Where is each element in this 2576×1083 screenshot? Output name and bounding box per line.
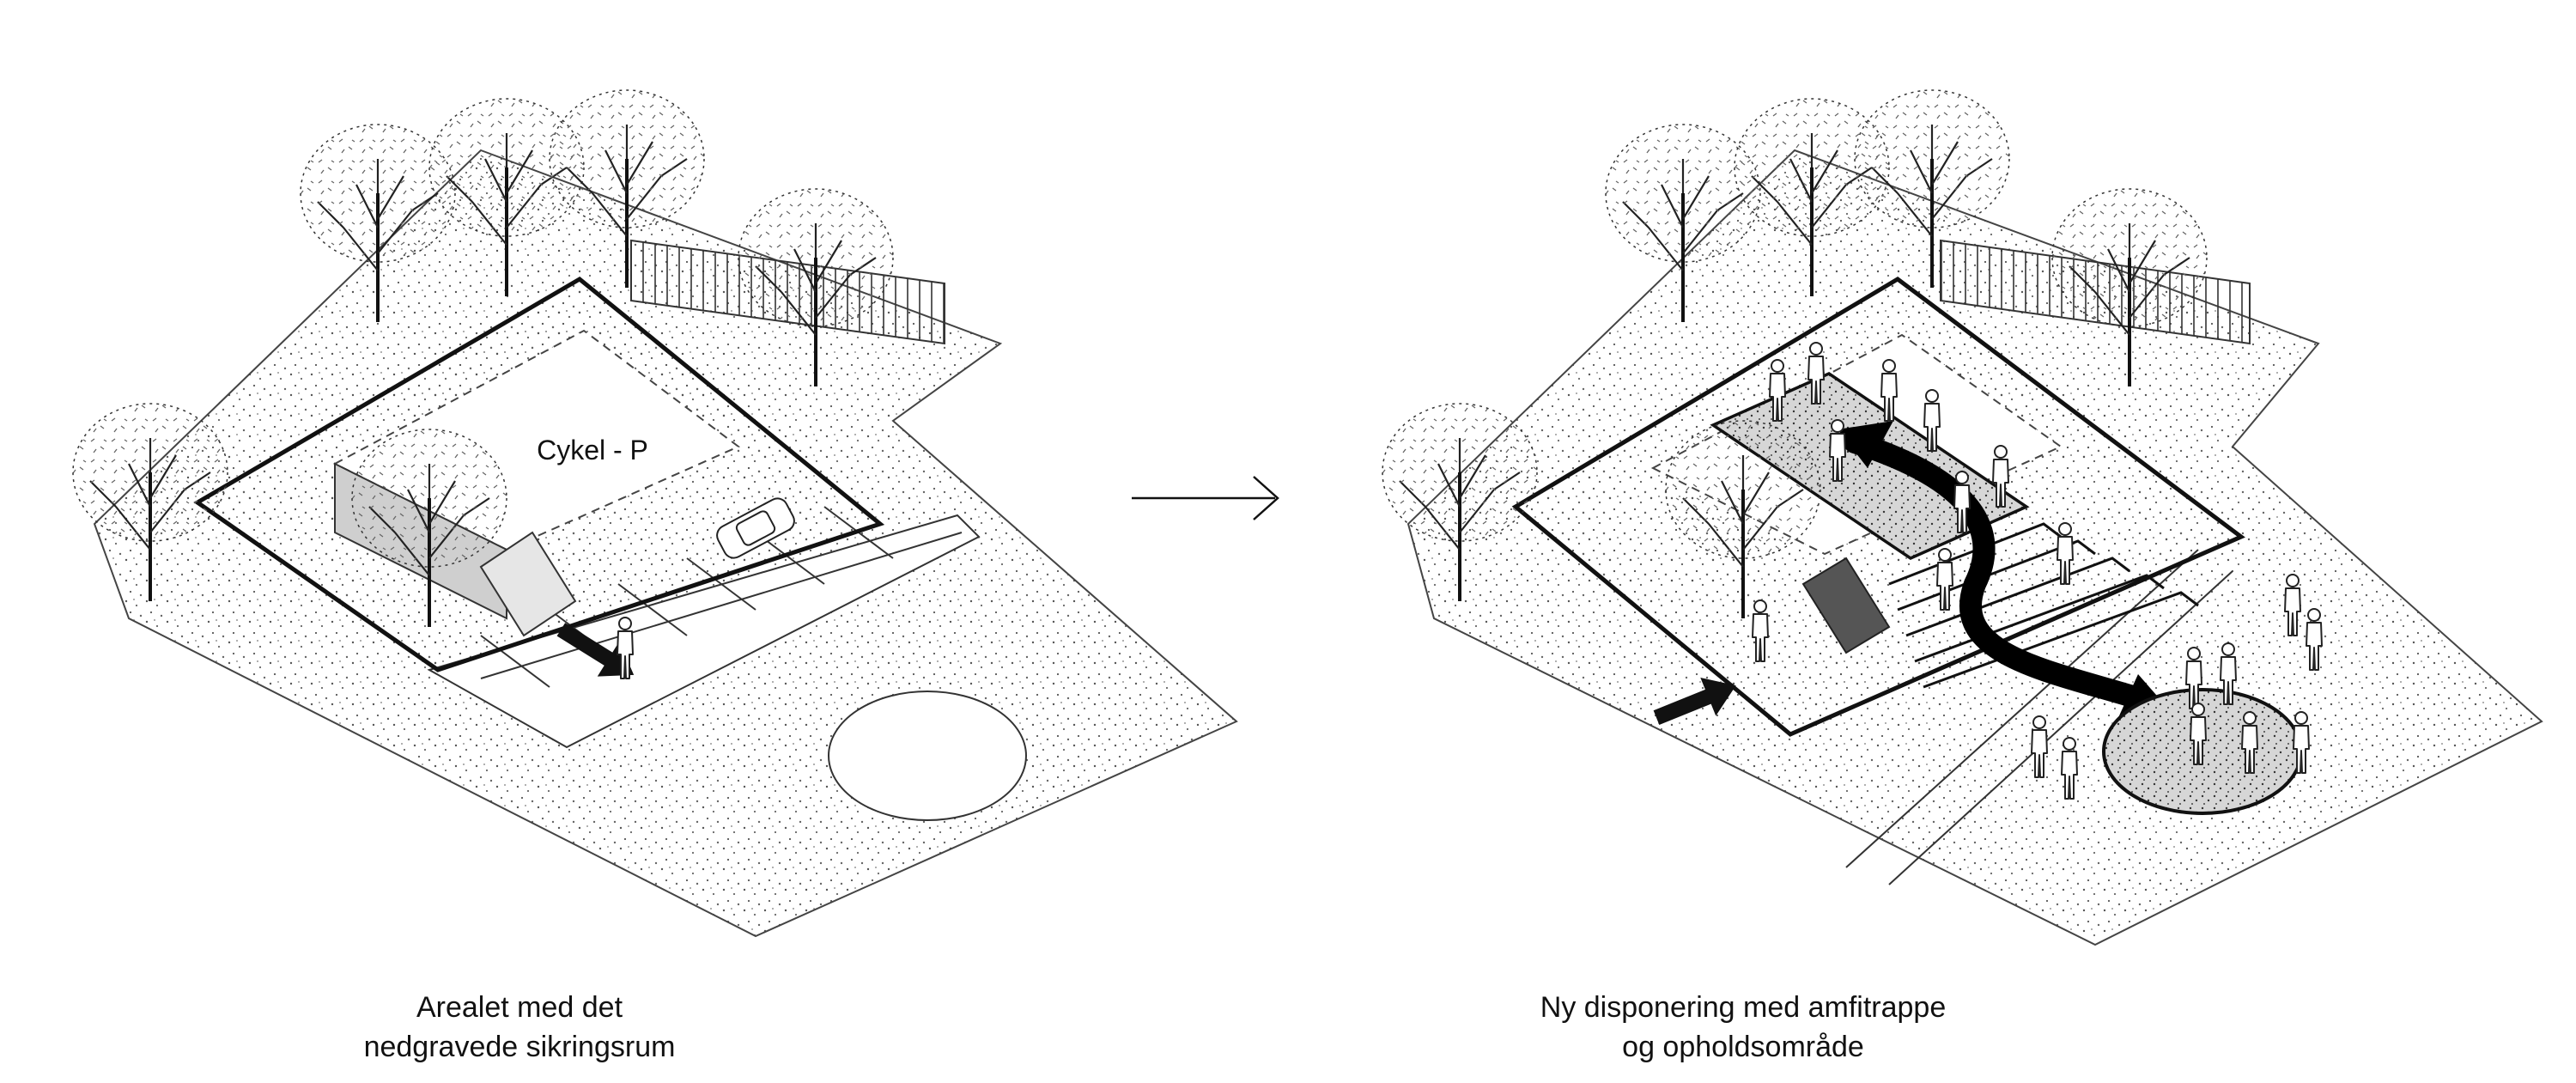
flow-arrowhead-icon [1838, 421, 1893, 468]
transition-arrow-icon [1132, 476, 1279, 520]
right-caption-line-1: Ny disponering med amfitrappe [1540, 991, 1947, 1024]
road [427, 514, 981, 749]
bunker-entrance [1801, 557, 1891, 654]
right-diagram [1381, 88, 2543, 946]
bike-parking-label: Cykel - P [537, 435, 648, 465]
left-caption-line-1: Arealet med det [416, 991, 623, 1024]
flow-path-arrow [1844, 431, 2141, 707]
entrance-arrow-icon [1653, 678, 1736, 725]
car-icon [716, 497, 795, 559]
left-caption-line-2: nedgravede sikringsrum [363, 1031, 676, 1063]
circle-plaza [828, 691, 1027, 821]
gathering-platform [1710, 372, 2030, 560]
entrance-arrow-icon [556, 623, 635, 677]
entrance-ramp [479, 531, 577, 637]
left-caption: Arealet med det nedgravede sikringsrum [133, 988, 906, 1067]
right-caption: Ny disponering med amfitrappe og opholds… [1357, 988, 2129, 1067]
left-diagram: Cykel - P [71, 88, 1238, 938]
right-caption-line-2: og opholdsområde [1622, 1031, 1864, 1063]
